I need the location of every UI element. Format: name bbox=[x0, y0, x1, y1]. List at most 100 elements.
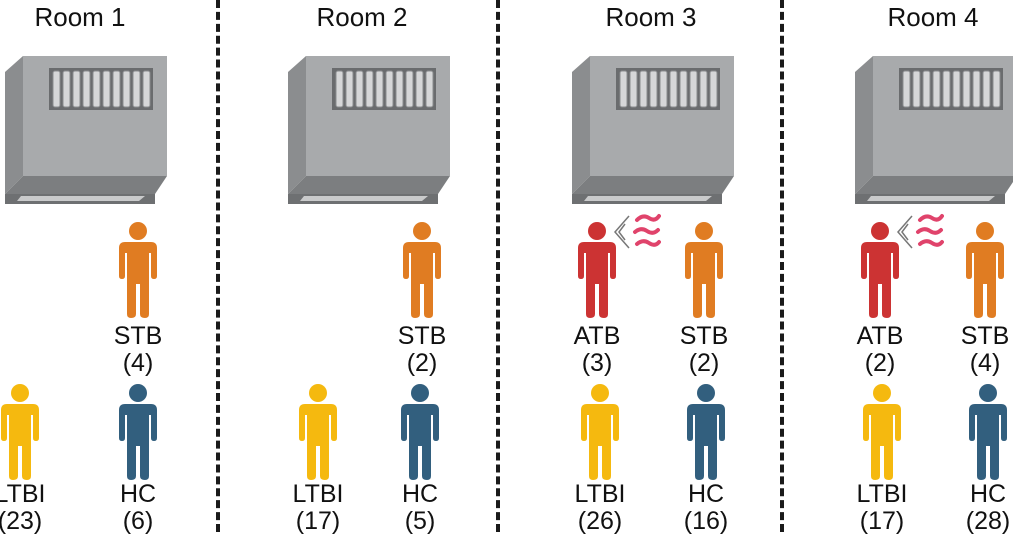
grille-slat bbox=[952, 70, 961, 108]
grille-slat bbox=[709, 70, 718, 108]
room-divider bbox=[496, 0, 500, 532]
hc-person bbox=[398, 384, 442, 485]
ltbi-label: LTBI(26) bbox=[560, 481, 640, 535]
stb-label: STB(2) bbox=[664, 323, 744, 377]
bacteria-icon bbox=[897, 214, 944, 249]
hc-person-icon bbox=[687, 384, 725, 480]
stb-group-name: STB bbox=[679, 322, 729, 350]
hc-group-name: HC bbox=[119, 480, 157, 508]
grille-slat bbox=[52, 70, 61, 108]
hc-person-icon bbox=[969, 384, 1007, 480]
hc-label: HC(16) bbox=[666, 481, 746, 535]
atb-count: (2) bbox=[864, 349, 896, 377]
grille-slat bbox=[62, 70, 71, 108]
hc-label: HC(6) bbox=[98, 481, 178, 535]
grille-slat bbox=[142, 70, 151, 108]
grille-slat bbox=[659, 70, 668, 108]
stb-label: STB(4) bbox=[945, 323, 1013, 377]
ltbi-group-name: LTBI bbox=[574, 480, 626, 508]
ltbi-person-icon bbox=[299, 384, 337, 480]
air-sampler bbox=[855, 56, 1013, 206]
air-sampler bbox=[288, 56, 450, 206]
room-title: Room 4 bbox=[887, 2, 979, 32]
ltbi-group-name: LTBI bbox=[0, 480, 46, 508]
ltbi-person bbox=[0, 384, 42, 485]
stb-person bbox=[116, 222, 160, 323]
grille-slat bbox=[112, 70, 121, 108]
atb-person bbox=[858, 222, 902, 323]
exhaled-bacteria bbox=[611, 210, 661, 259]
grille-slat bbox=[335, 70, 344, 108]
ltbi-count: (17) bbox=[295, 507, 341, 535]
stb-label: STB(4) bbox=[98, 323, 178, 377]
atb-label: ATB(2) bbox=[840, 323, 920, 377]
stb-group-name: STB bbox=[397, 322, 447, 350]
ltbi-person bbox=[860, 384, 904, 485]
hc-count: (28) bbox=[965, 507, 1011, 535]
hc-count: (6) bbox=[122, 507, 154, 535]
ltbi-person-icon bbox=[581, 384, 619, 480]
stb-label: STB(2) bbox=[382, 323, 462, 377]
grille-slat bbox=[649, 70, 658, 108]
hc-person-icon bbox=[401, 384, 439, 480]
stb-person-icon bbox=[403, 222, 441, 318]
hc-count: (5) bbox=[404, 507, 436, 535]
hc-person bbox=[116, 384, 160, 485]
grille-slat bbox=[619, 70, 628, 108]
stb-person-icon bbox=[685, 222, 723, 318]
ltbi-person bbox=[578, 384, 622, 485]
hc-label: HC(5) bbox=[380, 481, 460, 535]
grille-slat bbox=[425, 70, 434, 108]
air-sampler-icon bbox=[855, 56, 1013, 204]
stb-count: (4) bbox=[122, 349, 154, 377]
room-title: Room 1 bbox=[34, 2, 126, 32]
ltbi-person bbox=[296, 384, 340, 485]
grille-slat bbox=[405, 70, 414, 108]
ltbi-person-icon bbox=[1, 384, 39, 480]
grille-slat bbox=[365, 70, 374, 108]
grille-slat bbox=[385, 70, 394, 108]
room-title: Room 3 bbox=[605, 2, 697, 32]
stb-person bbox=[682, 222, 726, 323]
ltbi-group-name: LTBI bbox=[292, 480, 344, 508]
ltbi-label: LTBI(17) bbox=[278, 481, 358, 535]
grille-slat bbox=[72, 70, 81, 108]
atb-group-name: ATB bbox=[856, 322, 904, 350]
grille-slat bbox=[699, 70, 708, 108]
atb-person-icon bbox=[861, 222, 899, 318]
ltbi-count: (17) bbox=[859, 507, 905, 535]
stb-person-icon bbox=[119, 222, 157, 318]
ltbi-count: (26) bbox=[577, 507, 623, 535]
air-sampler-icon bbox=[288, 56, 450, 204]
hc-person-icon bbox=[119, 384, 157, 480]
grille-slat bbox=[669, 70, 678, 108]
room-divider bbox=[780, 0, 784, 532]
atb-person-icon bbox=[578, 222, 616, 318]
air-sampler bbox=[572, 56, 734, 206]
grille-slat bbox=[922, 70, 931, 108]
ltbi-person-icon bbox=[863, 384, 901, 480]
grille-slat bbox=[355, 70, 364, 108]
grille-slat bbox=[375, 70, 384, 108]
grille-slat bbox=[122, 70, 131, 108]
grille-slat bbox=[629, 70, 638, 108]
hc-label: HC(28) bbox=[948, 481, 1013, 535]
stb-person bbox=[400, 222, 444, 323]
stb-group-name: STB bbox=[113, 322, 163, 350]
grille-slat bbox=[972, 70, 981, 108]
stb-count: (2) bbox=[688, 349, 720, 377]
hc-group-name: HC bbox=[687, 480, 725, 508]
bacteria-icon bbox=[614, 214, 661, 249]
stb-person-icon bbox=[966, 222, 1004, 318]
atb-label: ATB(3) bbox=[557, 323, 637, 377]
hc-group-name: HC bbox=[401, 480, 439, 508]
grille-slat bbox=[932, 70, 941, 108]
stb-group-name: STB bbox=[960, 322, 1010, 350]
air-sampler bbox=[5, 56, 167, 206]
air-sampler-icon bbox=[572, 56, 734, 204]
grille-slat bbox=[679, 70, 688, 108]
grille-slat bbox=[102, 70, 111, 108]
grille-slat bbox=[415, 70, 424, 108]
grille-slat bbox=[982, 70, 991, 108]
